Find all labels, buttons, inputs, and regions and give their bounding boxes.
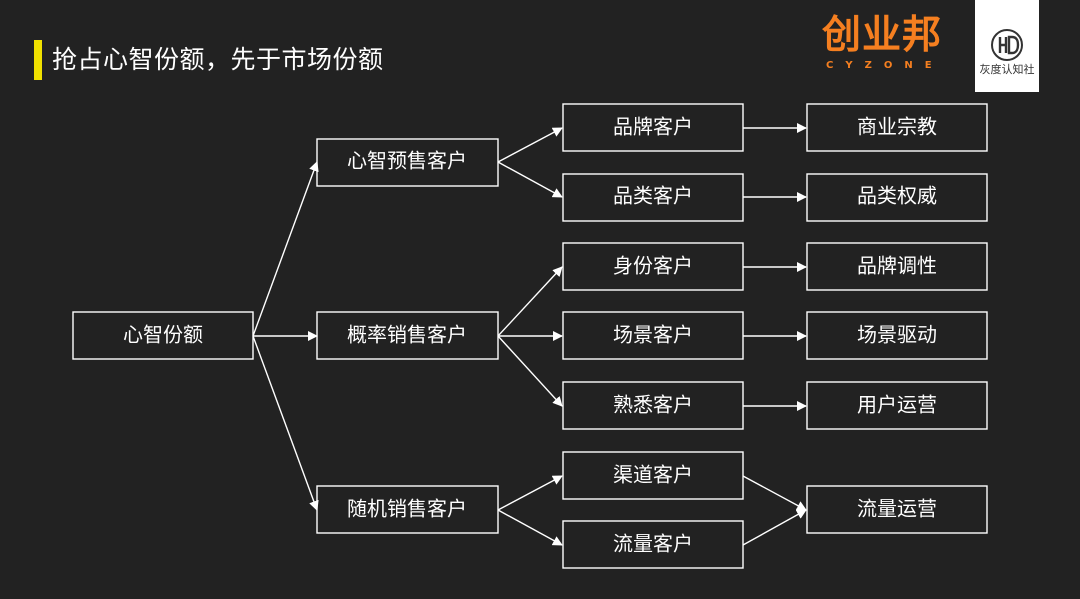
node-brand-tonality-box bbox=[806, 242, 988, 291]
node-scene-driven-box bbox=[806, 311, 988, 360]
node-traffic-operation-box bbox=[806, 485, 988, 534]
node-probability-label: 概率销售客户 bbox=[347, 323, 467, 347]
node-traffic-operation: 流量运营 bbox=[806, 485, 988, 534]
page-title: 抢占心智份额，先于市场份额 bbox=[52, 45, 384, 74]
node-user-operation-label: 用户运营 bbox=[857, 393, 937, 417]
gray-cognition-badge-text: 灰度认知社 bbox=[979, 63, 1035, 76]
node-traffic-customer-label: 流量客户 bbox=[613, 532, 693, 556]
node-channel-customer-label: 渠道客户 bbox=[613, 463, 693, 487]
edge-random-channel bbox=[497, 475, 563, 511]
node-random: 随机销售客户 bbox=[316, 485, 499, 534]
node-business-religion: 商业宗教 bbox=[806, 103, 988, 152]
node-brand-customer: 品牌客户 bbox=[562, 103, 744, 152]
cyzone-logo-subtitle: CYZONE bbox=[826, 60, 944, 71]
edge-traffic-traffic-operation bbox=[742, 509, 807, 546]
cyzone-logo: 创业邦 CYZONE bbox=[822, 12, 962, 74]
node-scene-driven: 场景驱动 bbox=[806, 311, 988, 360]
edge-presale-brand bbox=[497, 127, 563, 163]
node-category-customer: 品类客户 bbox=[562, 173, 744, 222]
edge-probability-familiar bbox=[497, 335, 563, 407]
edge-probability-identity bbox=[497, 266, 563, 337]
edge-root-random bbox=[252, 335, 319, 511]
node-identity-customer-box bbox=[562, 242, 744, 291]
node-probability-box bbox=[316, 311, 499, 360]
node-familiar-customer-label: 熟悉客户 bbox=[613, 393, 693, 417]
node-category-authority-box bbox=[806, 173, 988, 222]
node-root-label: 心智份额 bbox=[123, 323, 203, 347]
node-channel-customer: 渠道客户 bbox=[562, 451, 744, 500]
node-root-box bbox=[72, 311, 254, 360]
node-scene-customer-label: 场景客户 bbox=[613, 323, 693, 347]
node-traffic-operation-label: 流量运营 bbox=[857, 497, 937, 521]
node-scene-customer-box bbox=[562, 311, 744, 360]
node-traffic-customer-box bbox=[562, 520, 744, 569]
node-presale-label: 心智预售客户 bbox=[347, 149, 467, 173]
node-presale-box bbox=[316, 138, 499, 187]
node-category-authority: 品类权威 bbox=[806, 173, 988, 222]
node-random-box bbox=[316, 485, 499, 534]
node-category-authority-label: 品类权威 bbox=[857, 184, 937, 208]
node-business-religion-box bbox=[806, 103, 988, 152]
node-user-operation-box bbox=[806, 381, 988, 430]
node-category-customer-label: 品类客户 bbox=[613, 184, 693, 208]
node-familiar-customer-box bbox=[562, 381, 744, 430]
diagram-nodes: 心智份额 心智预售客户 概率销售客户 随机销售客户 品牌客户 品类客户 bbox=[72, 103, 988, 569]
node-familiar-customer: 熟悉客户 bbox=[562, 381, 744, 430]
cyzone-logo-text: 创业邦 bbox=[822, 13, 943, 58]
node-traffic-customer: 流量客户 bbox=[562, 520, 744, 569]
node-identity-customer: 身份客户 bbox=[562, 242, 744, 291]
node-brand-customer-box bbox=[562, 103, 744, 152]
edge-root-presale bbox=[252, 161, 319, 337]
node-probability: 概率销售客户 bbox=[316, 311, 499, 360]
gray-cognition-icon bbox=[991, 29, 1023, 61]
node-category-customer-box bbox=[562, 173, 744, 222]
node-scene-customer: 场景客户 bbox=[562, 311, 744, 360]
gray-cognition-badge: 灰度认知社 bbox=[975, 0, 1039, 92]
edge-random-traffic bbox=[497, 509, 563, 546]
node-channel-customer-box bbox=[562, 451, 744, 500]
edge-presale-category bbox=[497, 161, 563, 198]
node-random-label: 随机销售客户 bbox=[347, 497, 467, 521]
node-scene-driven-label: 场景驱动 bbox=[857, 323, 937, 347]
node-brand-tonality-label: 品牌调性 bbox=[857, 254, 937, 278]
node-brand-customer-label: 品牌客户 bbox=[613, 115, 693, 139]
node-user-operation: 用户运营 bbox=[806, 381, 988, 430]
node-presale: 心智预售客户 bbox=[316, 138, 499, 187]
node-root: 心智份额 bbox=[72, 311, 254, 360]
node-identity-customer-label: 身份客户 bbox=[613, 254, 693, 278]
title-accent-bar bbox=[34, 40, 42, 80]
node-brand-tonality: 品牌调性 bbox=[806, 242, 988, 291]
edge-channel-traffic-operation bbox=[742, 475, 807, 511]
node-business-religion-label: 商业宗教 bbox=[857, 115, 937, 139]
diagram-connectors bbox=[252, 123, 807, 546]
